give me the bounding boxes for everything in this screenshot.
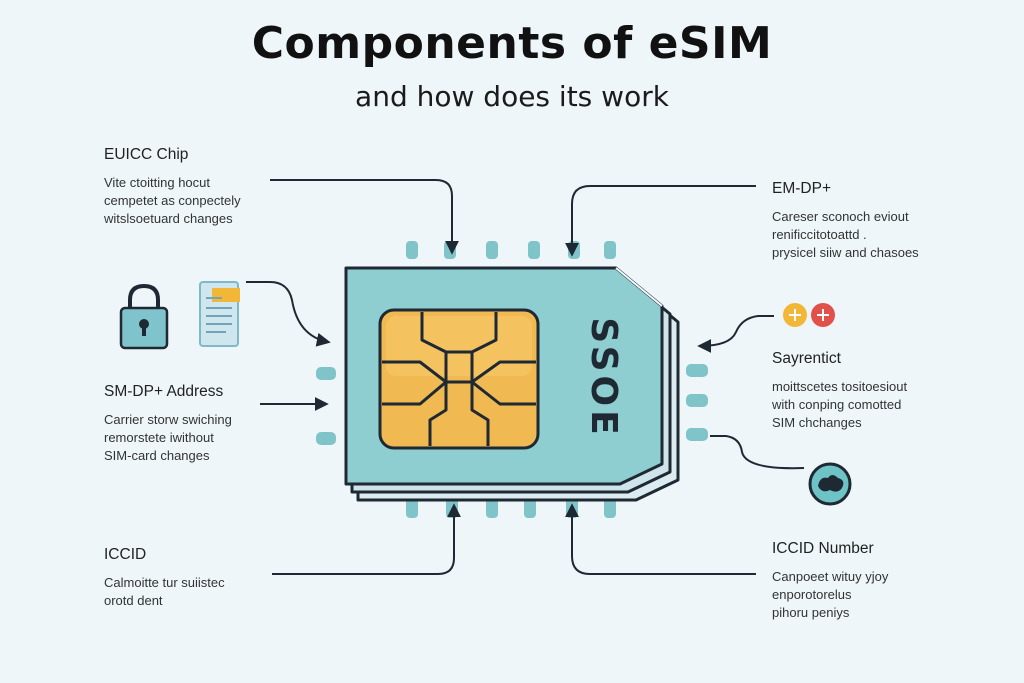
block-euicc-line: Vite ctoitting hocut: [104, 175, 210, 190]
block-iccid-heading: ICCID: [104, 546, 147, 563]
block-iccid: ICCID Calmoitte tur suiistec orotd dent: [104, 546, 225, 610]
block-sayentict: Sayrentict moittscetes tositoesiout with…: [772, 350, 907, 432]
block-sayentict-line: with conping comotted: [772, 397, 902, 412]
block-smdp-line: Carrier storw swiching: [104, 412, 232, 427]
plus-yellow-icon: [783, 303, 807, 327]
block-euicc-line: cempetet as conpectely: [104, 193, 241, 208]
block-smdp-line: remorstete iwithout: [104, 430, 214, 445]
round-badge-icon: [808, 462, 852, 506]
sim-chip: [378, 308, 540, 450]
block-iccid-number-line: pihoru peniys: [772, 605, 850, 620]
block-smdp-heading: SM-DP+ Address: [104, 383, 224, 400]
block-euicc-heading: EUICC Chip: [104, 146, 189, 163]
block-smdp-line: SIM-card changes: [104, 448, 210, 463]
block-emdp: EM-DP+ Careser sconoch eviout renificcit…: [772, 180, 919, 262]
arrow-iccid-number-to-sim: [565, 503, 756, 575]
padlock-icon: [119, 283, 169, 350]
line-sim-to-badge: [710, 435, 805, 470]
block-emdp-heading: EM-DP+: [772, 180, 831, 197]
arrow-document-to-sim: [246, 281, 331, 347]
block-euicc-chip: EUICC Chip Vite ctoitting hocut cempetet…: [104, 146, 241, 228]
sim-right-pins: [686, 364, 708, 441]
block-iccid-number-heading: ICCID Number: [772, 540, 874, 557]
arrow-emdp-to-sim: [565, 185, 756, 257]
sim-left-pins: [316, 367, 336, 445]
sim-chip-text: SSOE: [583, 317, 624, 438]
block-euicc-line: witslsoetuard changes: [104, 211, 233, 226]
block-emdp-line: Careser sconoch eviout: [772, 209, 909, 224]
page-subtitle: and how does its work: [355, 80, 669, 113]
block-sayentict-line: SIM chchanges: [772, 415, 862, 430]
block-emdp-line: renificcitotoattd .: [772, 227, 867, 242]
page-title: Components of eSIM: [251, 18, 773, 69]
block-sayentict-heading: Sayrentict: [772, 350, 841, 367]
document-icon: [199, 281, 240, 347]
block-iccid-number-line: enporotorelus: [772, 587, 852, 602]
block-sayentict-line: moittscetes tositoesiout: [772, 379, 908, 394]
block-iccid-number: ICCID Number Canpoeet wituy yjoy enporot…: [772, 540, 888, 622]
block-iccid-line: Calmoitte tur suiistec: [104, 575, 225, 590]
arrow-euicc-to-sim: [270, 179, 459, 255]
arrow-iccid-to-sim: [272, 503, 461, 575]
block-emdp-line: prysicel siiw and chasoes: [772, 245, 919, 260]
plus-red-icon: [811, 303, 835, 327]
block-iccid-number-line: Canpoeet wituy yjoy: [772, 569, 889, 584]
sim-top-pins: [406, 241, 616, 259]
arrow-plus-icons-to-sim: [697, 315, 774, 353]
block-smdp-address: SM-DP+ Address Carrier storw swiching re…: [104, 383, 232, 465]
block-iccid-line: orotd dent: [104, 593, 163, 608]
